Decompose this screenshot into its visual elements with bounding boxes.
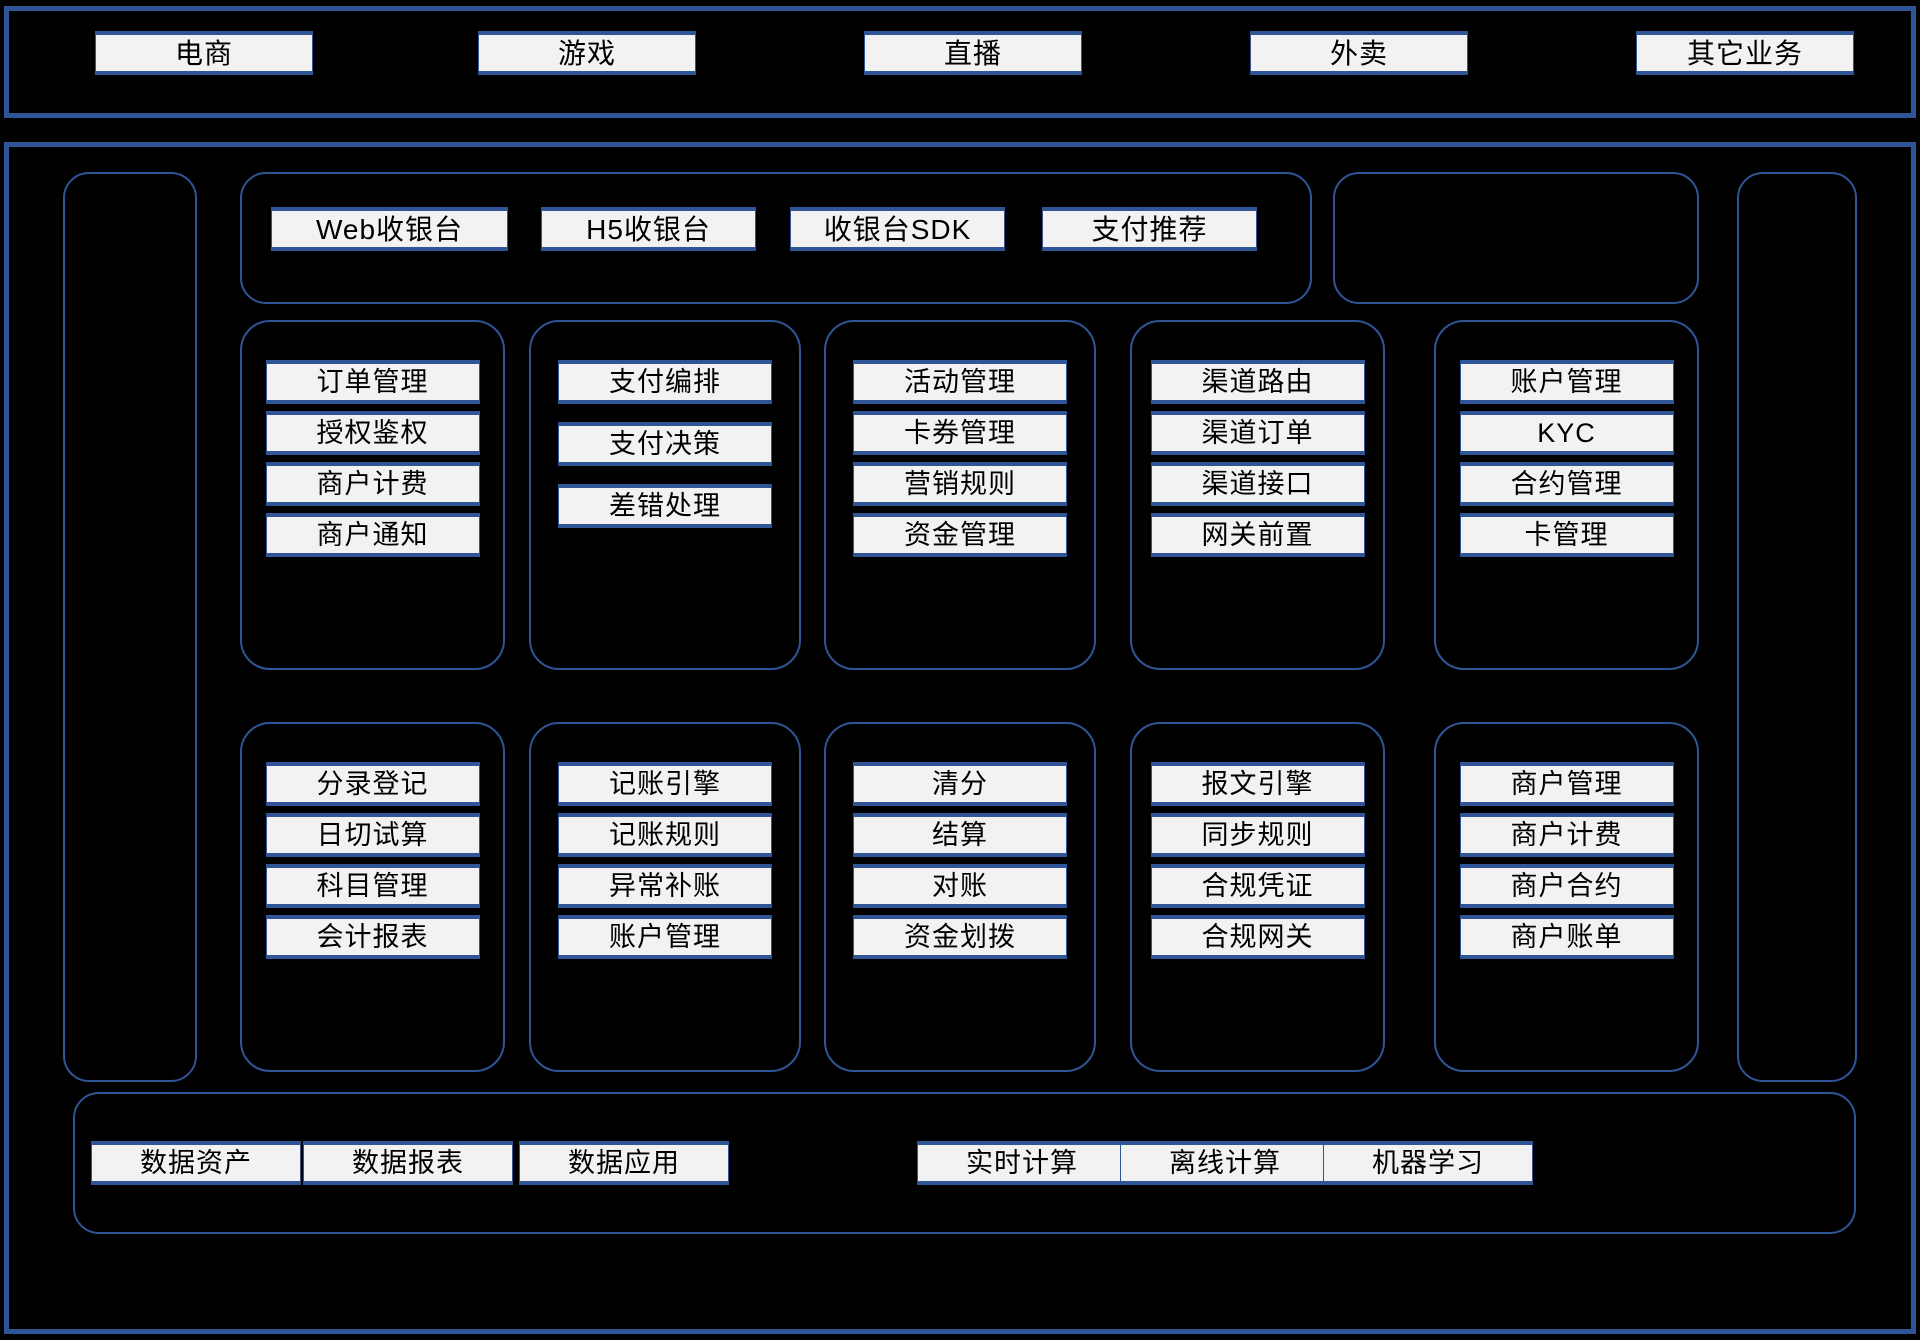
module-chip[interactable]: 合规网关 xyxy=(1150,915,1365,959)
data-platform-chip[interactable]: 离线计算 xyxy=(1120,1141,1330,1185)
module-stack: 活动管理卡券管理营销规则资金管理 xyxy=(826,360,1094,564)
module-chip[interactable]: 账户管理 xyxy=(1459,360,1674,404)
cashier-chip[interactable]: Web收银台 xyxy=(271,207,508,251)
business-chip[interactable]: 其它业务 xyxy=(1636,31,1854,75)
compliance-column[interactable]: 报文引擎同步规则合规凭证合规网关 xyxy=(1130,722,1385,1072)
module-chip[interactable]: 支付决策 xyxy=(558,422,772,466)
data-platform-chip[interactable]: 机器学习 xyxy=(1323,1141,1533,1185)
module-chip[interactable]: 合规凭证 xyxy=(1150,864,1365,908)
module-chip[interactable]: 商户通知 xyxy=(265,513,480,557)
module-chip[interactable]: 商户合约 xyxy=(1459,864,1674,908)
right-rail-panel[interactable] xyxy=(1737,172,1857,1082)
data-platform-chip[interactable]: 数据资产 xyxy=(91,1141,301,1185)
module-stack: 报文引擎同步规则合规凭证合规网关 xyxy=(1132,762,1383,966)
business-chip[interactable]: 外卖 xyxy=(1250,31,1468,75)
data-platform-panel[interactable]: 数据资产数据报表数据应用 实时计算离线计算机器学习 xyxy=(73,1092,1856,1234)
marketing-column[interactable]: 活动管理卡券管理营销规则资金管理 xyxy=(824,320,1096,670)
module-stack: 账户管理 KYC 合约管理卡管理 xyxy=(1436,360,1697,564)
module-chip[interactable]: 差错处理 xyxy=(558,484,772,528)
cashier-chip[interactable]: 收银台SDK xyxy=(790,207,1005,251)
business-layer-frame: 电商 游戏 直播 外卖 其它业务 xyxy=(4,6,1916,118)
module-chip[interactable]: 记账引擎 xyxy=(558,762,772,806)
module-chip[interactable]: 商户计费 xyxy=(265,462,480,506)
module-chip[interactable]: 同步规则 xyxy=(1150,813,1365,857)
module-chip[interactable]: 分录登记 xyxy=(265,762,480,806)
module-chip[interactable]: 结算 xyxy=(853,813,1067,857)
order-column[interactable]: 订单管理授权鉴权商户计费商户通知 xyxy=(240,320,505,670)
module-chip[interactable]: 会计报表 xyxy=(265,915,480,959)
business-chip[interactable]: 电商 xyxy=(95,31,313,75)
module-chip[interactable]: 商户计费 xyxy=(1459,813,1674,857)
bookkeeping-column[interactable]: 记账引擎记账规则异常补账账户管理 xyxy=(529,722,801,1072)
module-chip[interactable]: 资金管理 xyxy=(853,513,1067,557)
module-chip[interactable]: 商户管理 xyxy=(1459,762,1674,806)
module-chip[interactable]: 卡管理 xyxy=(1459,513,1674,557)
module-chip[interactable]: 记账规则 xyxy=(558,813,772,857)
module-chip[interactable]: 营销规则 xyxy=(853,462,1067,506)
cashier-layer-panel[interactable]: Web收银台 H5收银台收银台SDK 支付推荐 xyxy=(240,172,1312,304)
module-stack: 渠道路由渠道订单渠道接口网关前置 xyxy=(1132,360,1383,564)
module-chip[interactable]: 活动管理 xyxy=(853,360,1067,404)
module-stack: 分录登记日切试算科目管理会计报表 xyxy=(242,762,503,966)
module-chip[interactable]: KYC xyxy=(1459,411,1674,455)
module-chip[interactable]: 对账 xyxy=(853,864,1067,908)
module-chip[interactable]: 异常补账 xyxy=(558,864,772,908)
module-chip[interactable]: 渠道接口 xyxy=(1150,462,1365,506)
clearing-column[interactable]: 清分结算对账资金划拨 xyxy=(824,722,1096,1072)
module-stack: 支付编排支付决策差错处理 xyxy=(531,360,799,546)
channel-column[interactable]: 渠道路由渠道订单渠道接口网关前置 xyxy=(1130,320,1385,670)
module-stack: 清分结算对账资金划拨 xyxy=(826,762,1094,966)
ledger-column[interactable]: 分录登记日切试算科目管理会计报表 xyxy=(240,722,505,1072)
aux-empty-panel[interactable] xyxy=(1333,172,1699,304)
module-chip[interactable]: 合约管理 xyxy=(1459,462,1674,506)
data-platform-chip[interactable]: 实时计算 xyxy=(917,1141,1127,1185)
module-chip[interactable]: 订单管理 xyxy=(265,360,480,404)
module-stack: 记账引擎记账规则异常补账账户管理 xyxy=(531,762,799,966)
module-chip[interactable]: 授权鉴权 xyxy=(265,411,480,455)
module-stack: 订单管理授权鉴权商户计费商户通知 xyxy=(242,360,503,564)
module-chip[interactable]: 渠道订单 xyxy=(1150,411,1365,455)
payment-column[interactable]: 支付编排支付决策差错处理 xyxy=(529,320,801,670)
module-chip[interactable]: 日切试算 xyxy=(265,813,480,857)
account-column[interactable]: 账户管理 KYC 合约管理卡管理 xyxy=(1434,320,1699,670)
cashier-chip[interactable]: H5收银台 xyxy=(541,207,756,251)
business-chip[interactable]: 直播 xyxy=(864,31,1082,75)
data-platform-chip[interactable]: 数据应用 xyxy=(519,1141,729,1185)
module-chip[interactable]: 账户管理 xyxy=(558,915,772,959)
module-chip[interactable]: 网关前置 xyxy=(1150,513,1365,557)
module-chip[interactable]: 支付编排 xyxy=(558,360,772,404)
module-chip[interactable]: 报文引擎 xyxy=(1150,762,1365,806)
module-chip[interactable]: 清分 xyxy=(853,762,1067,806)
module-chip[interactable]: 资金划拨 xyxy=(853,915,1067,959)
merchant-column[interactable]: 商户管理商户计费商户合约商户账单 xyxy=(1434,722,1699,1072)
module-stack: 商户管理商户计费商户合约商户账单 xyxy=(1436,762,1697,966)
module-chip[interactable]: 渠道路由 xyxy=(1150,360,1365,404)
cashier-chip[interactable]: 支付推荐 xyxy=(1042,207,1257,251)
business-chip[interactable]: 游戏 xyxy=(478,31,696,75)
data-platform-chip[interactable]: 数据报表 xyxy=(303,1141,513,1185)
module-chip[interactable]: 卡券管理 xyxy=(853,411,1067,455)
left-rail-panel[interactable] xyxy=(63,172,197,1082)
module-chip[interactable]: 商户账单 xyxy=(1459,915,1674,959)
module-chip[interactable]: 科目管理 xyxy=(265,864,480,908)
